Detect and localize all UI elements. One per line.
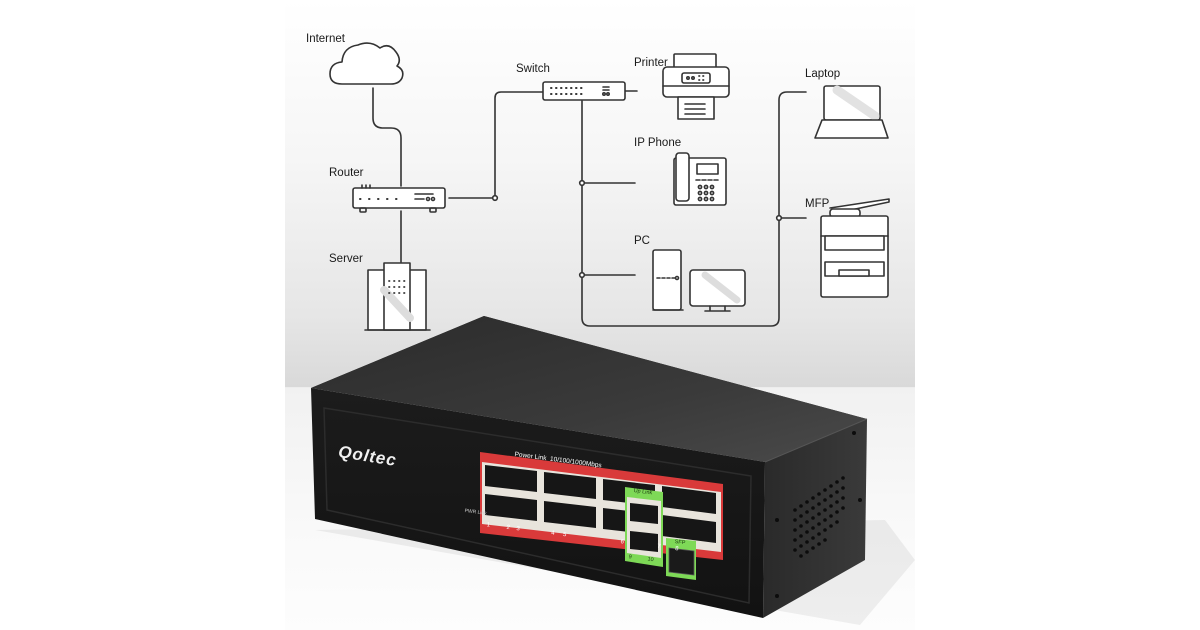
product-image-panel: Internet Router Server Switch Printer IP… [285, 0, 915, 630]
cloud-icon [329, 42, 404, 85]
pc-icon [652, 249, 746, 312]
node-label-internet: Internet [306, 33, 345, 45]
laptop-icon [814, 85, 889, 139]
node-label-printer: Printer [634, 57, 668, 69]
switch-icon [542, 81, 626, 101]
server-icon [364, 262, 431, 331]
node-label-switch: Switch [516, 63, 550, 75]
node-label-pc: PC [634, 235, 650, 247]
node-label-router: Router [329, 167, 364, 179]
link-switch-trunk [581, 91, 807, 327]
sfp-port-block [666, 538, 696, 580]
router-icon [352, 184, 446, 213]
poe-switch-product [311, 316, 915, 625]
link-internet-router [372, 87, 402, 187]
link-to-switch [494, 91, 544, 199]
node-label-server: Server [329, 253, 363, 265]
mfp-icon [820, 198, 890, 298]
uplink-number: 10 [647, 556, 654, 564]
switch-side-face [763, 419, 867, 618]
node-label-laptop: Laptop [805, 68, 841, 80]
printer-icon [662, 53, 730, 120]
phone-icon [673, 152, 727, 206]
vent-holes [775, 431, 862, 598]
network-diagram [329, 42, 890, 331]
node-label-ipphone: IP Phone [634, 137, 682, 149]
uplink-port-block [625, 487, 663, 567]
node-label-mfp: MFP [805, 198, 830, 210]
